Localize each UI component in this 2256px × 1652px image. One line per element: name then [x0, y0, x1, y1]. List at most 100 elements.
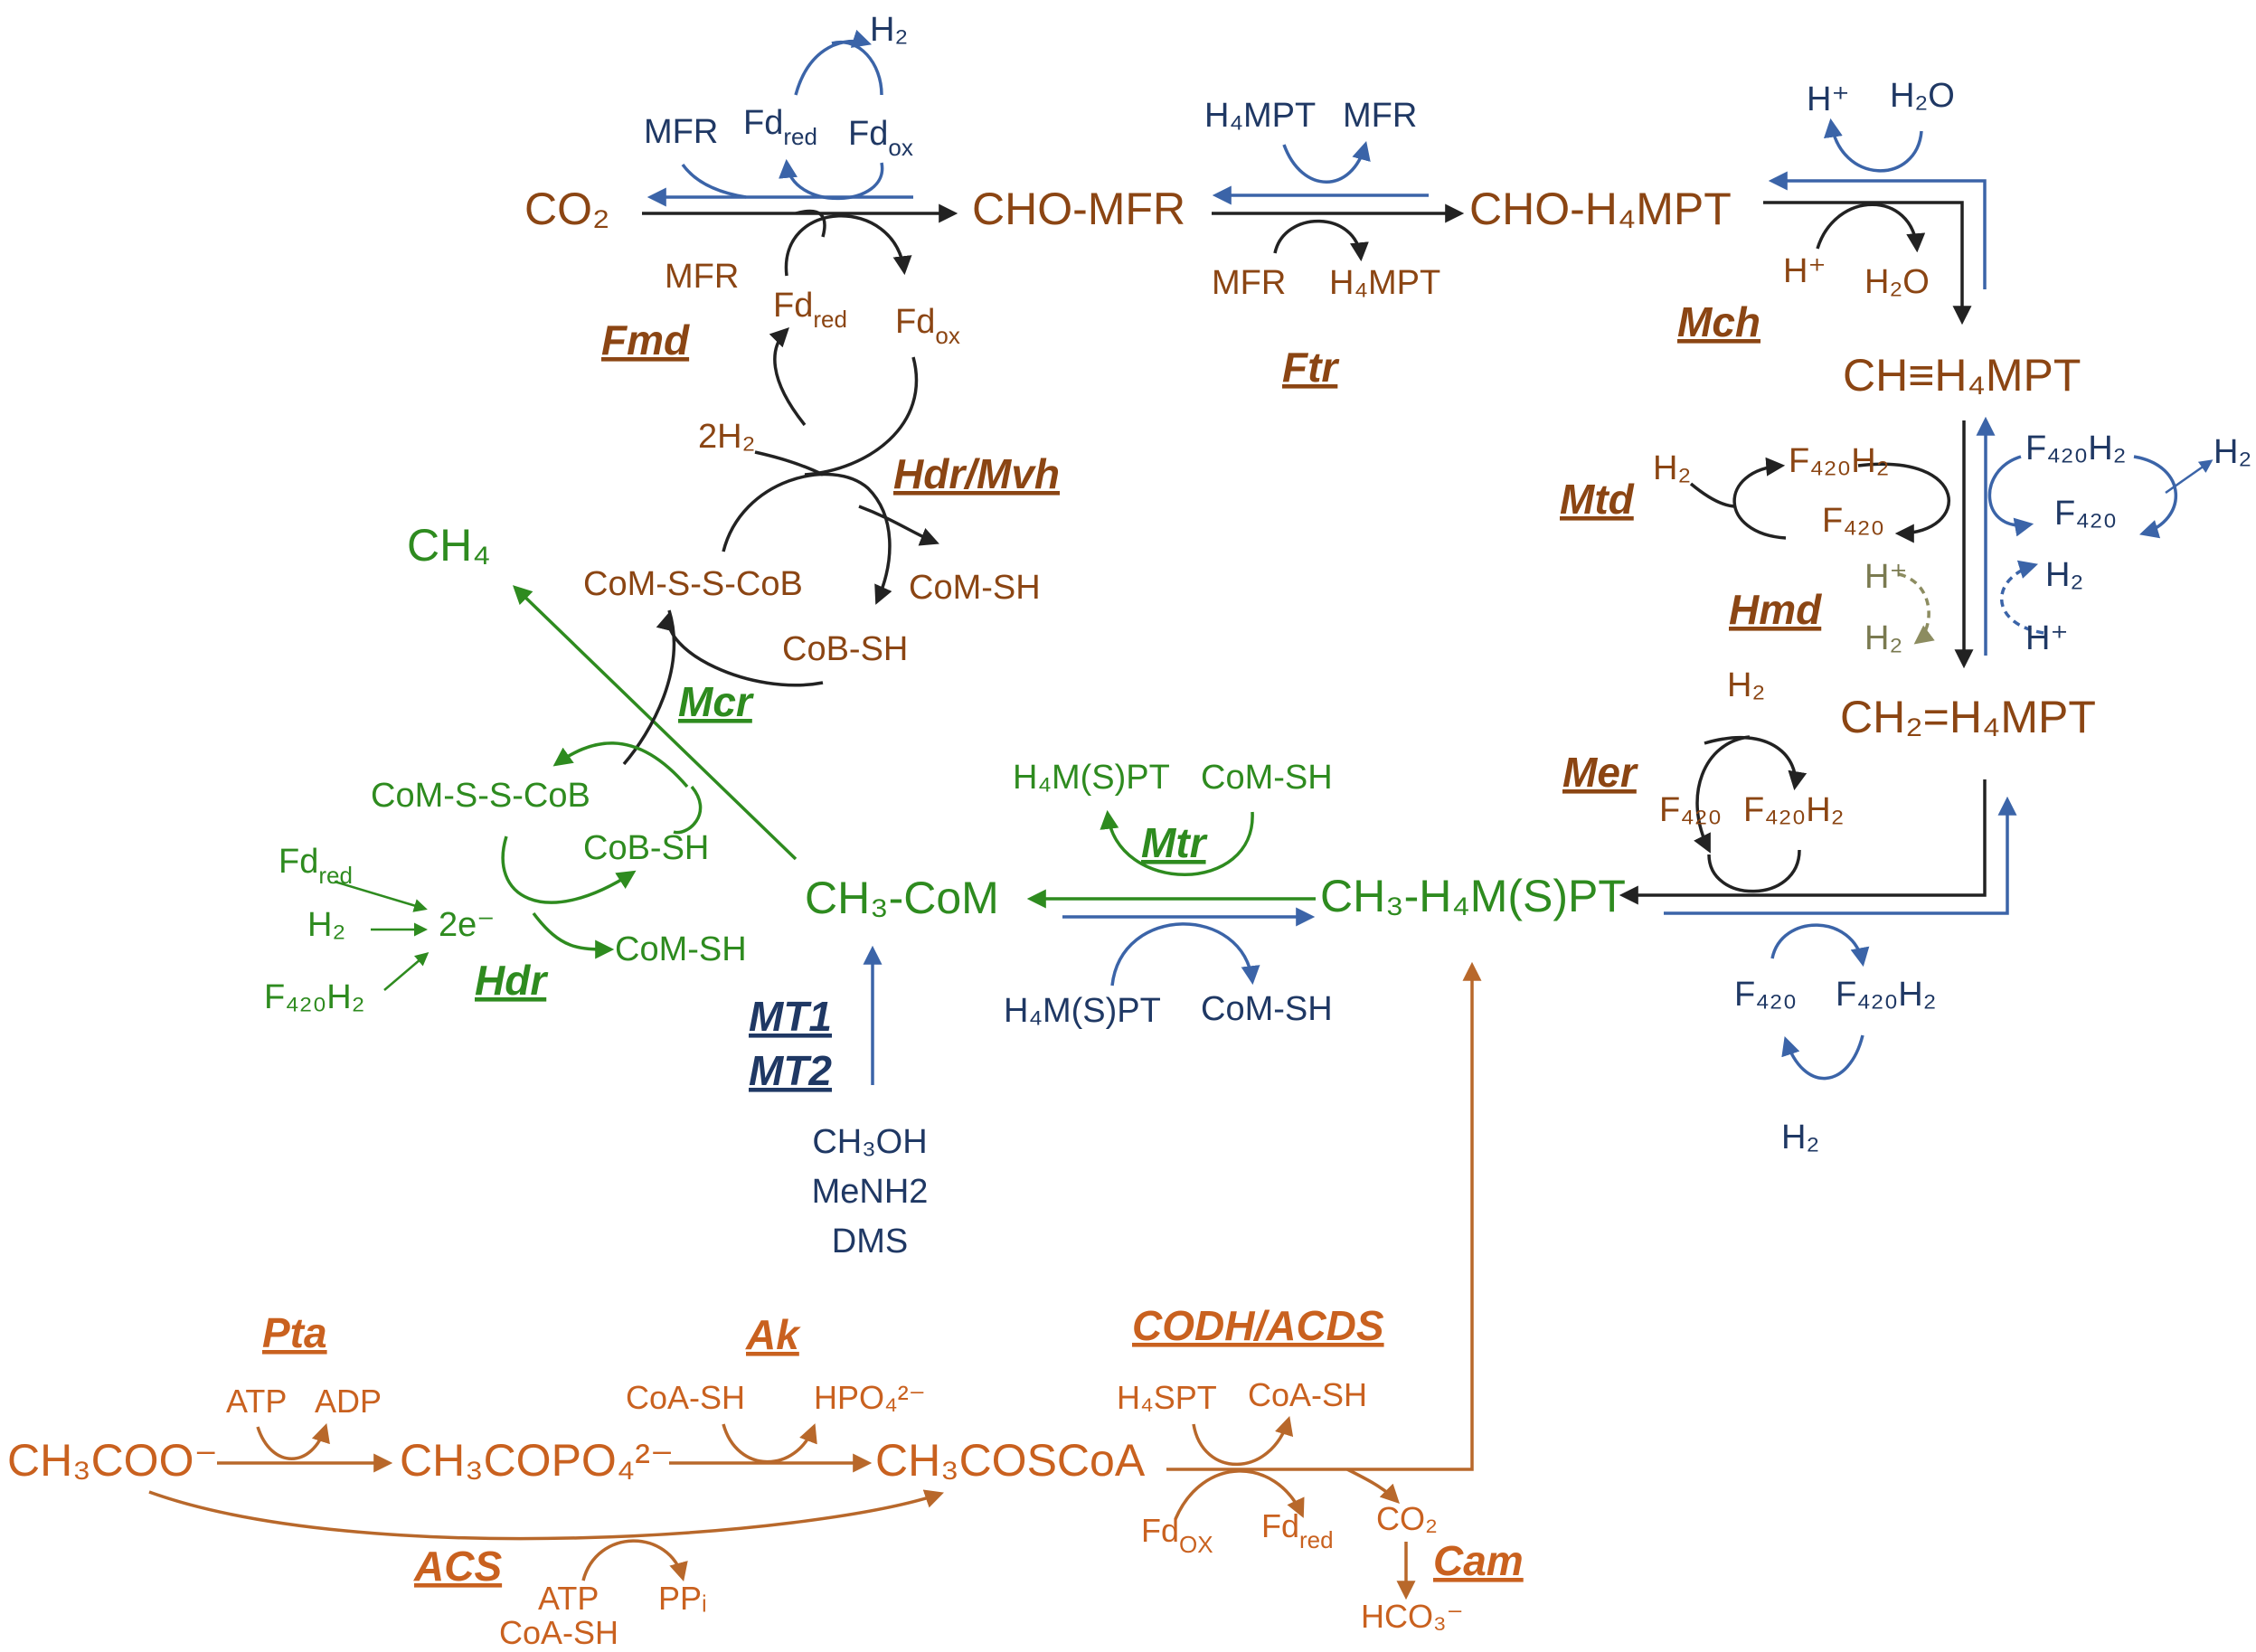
fdox-sub: OX — [1179, 1531, 1213, 1558]
mer-reverse-arrow — [1664, 796, 2017, 915]
fdred-main: Fd — [1261, 1507, 1299, 1544]
acetyl-coa-compound: CH₃COSCoA — [875, 1435, 1146, 1486]
mtd-rev-h2: H₂ — [2214, 433, 2251, 471]
enzyme-fmd: Fmd — [601, 316, 690, 363]
mtr-cycle — [1100, 809, 1254, 876]
hmd-h2: H₂ — [1864, 619, 1902, 657]
mtd-h2-curve — [1689, 482, 1737, 508]
cho-h4mpt-compound: CHO-H₄MPT — [1469, 184, 1732, 234]
hmd-hplus: H⁺ — [1864, 558, 1908, 596]
enzyme-mtr: Mtr — [1141, 819, 1208, 866]
fmd-rev-mfr: MFR — [644, 113, 718, 151]
mer-cycle — [1694, 735, 1751, 854]
fdox-main: Fd — [895, 303, 935, 341]
mtd-reverse-cycle — [1987, 455, 2034, 537]
hdrmvh-h2-curve — [754, 450, 824, 477]
fmd-mfr-curve — [795, 209, 826, 238]
acs-curve — [581, 1539, 688, 1582]
mer-h2: H₂ — [1727, 666, 1765, 704]
pta-adp: ADP — [315, 1383, 382, 1420]
codh-curve-top — [1192, 1415, 1294, 1467]
fdred-main: Fd — [278, 843, 318, 881]
fmd-fdox: Fdox — [895, 303, 960, 349]
fdox-sub: ox — [888, 134, 912, 161]
acs-arrow — [148, 1489, 944, 1541]
acetate-compound: CH₃COO⁻ — [7, 1435, 218, 1486]
ch2-h4mpt-compound: CH₂=H₄MPT — [1840, 692, 2096, 742]
ch-h4mpt-compound: CH≡H₄MPT — [1843, 350, 2081, 401]
mer-rev-f420: F₄₂₀ — [1734, 976, 1797, 1014]
methanol-compound: CH₃OH — [812, 1123, 927, 1161]
ftr-rev-h4mpt: H₄MPT — [1204, 97, 1316, 135]
mtr-com-sh: CoM-SH — [1201, 759, 1333, 797]
mtd-reverse-h2-out — [2165, 459, 2214, 495]
enzyme-mt2: MT2 — [749, 1047, 832, 1094]
fmd-fdred: Fdred — [773, 287, 847, 333]
mcr-methane-arrow — [512, 585, 798, 861]
cofactors-top: MFR Fdred Fdox H₂ MFR Fdred Fdox H₄MPT M… — [644, 11, 1955, 349]
hdr-comsh-curve — [532, 911, 615, 959]
hdrmvh-comsh-curve — [858, 505, 939, 546]
hdr-2e: 2e⁻ — [439, 906, 495, 944]
mtd-f420: F₄₂₀ — [1822, 502, 1884, 540]
ftr-curve — [1273, 219, 1369, 262]
enzyme-mer: Mer — [1562, 749, 1638, 796]
hdr-com-s-s-cob: CoM-S-S-CoB — [371, 777, 590, 815]
fmd-rev-h2-cycle — [794, 29, 873, 96]
cho-mfr-compound: CHO-MFR — [972, 184, 1185, 234]
mtr-rev-h4mspt: H₄M(S)PT — [1004, 992, 1161, 1030]
codh-coa-sh: CoA-SH — [1248, 1376, 1367, 1413]
hdr-cob-sh: CoB-SH — [583, 829, 709, 867]
fmd-fd-cycle — [784, 214, 912, 277]
mch-curve — [1816, 203, 1926, 253]
enzyme-mtd: Mtd — [1560, 476, 1635, 523]
fmd-rev-h2-return — [831, 40, 883, 96]
acs-atp: ATP — [538, 1580, 599, 1617]
enzyme-cam: Cam — [1433, 1537, 1524, 1584]
enzyme-mch: Mch — [1677, 298, 1760, 345]
enzyme-acs: ACS — [413, 1543, 502, 1590]
fdox-main: Fd — [848, 115, 888, 153]
cam-hco3: HCO₃⁻ — [1361, 1598, 1464, 1635]
mtd-f420h2: F₄₂₀H₂ — [1789, 442, 1889, 480]
hmd-rev-h2: H₂ — [2045, 556, 2083, 594]
mer-cycle-right — [1704, 736, 1808, 791]
mcr-green-cob — [673, 785, 703, 835]
mtd-h2: H₂ — [1653, 449, 1691, 487]
enzyme-ftr: Ftr — [1282, 344, 1339, 391]
mtd-rev-f420h2: F₄₂₀H₂ — [2025, 430, 2126, 467]
fdred-sub: red — [813, 306, 847, 333]
hmd-rev-hplus: H⁺ — [2025, 619, 2069, 657]
mch-rev-hplus: H⁺ — [1807, 80, 1850, 118]
fdred-sub: red — [318, 862, 353, 889]
mcr-green-cycle — [552, 741, 689, 788]
mtr-reverse-cycle — [1110, 922, 1260, 986]
ak-hpo4: HPO₄²⁻ — [814, 1379, 926, 1416]
ch3-h4mspt-compound: CH₃-H₄M(S)PT — [1320, 871, 1626, 921]
ak-curve — [722, 1423, 817, 1464]
hmd-cycle — [1898, 572, 1935, 645]
fdred-sub: red — [1299, 1526, 1334, 1553]
hdrmvh-cycle — [722, 472, 892, 605]
hdrmvh-cycle-up — [769, 327, 807, 427]
mch-hplus: H⁺ — [1783, 252, 1827, 290]
hdr-fd-arrow — [334, 880, 428, 912]
enzyme-hdr-mvh: Hdr/Mvh — [893, 450, 1060, 497]
codh-fdox: FdOX — [1141, 1512, 1213, 1558]
enzyme-hdr: Hdr — [475, 957, 548, 1004]
ch3-com-compound: CH₃-CoM — [805, 873, 999, 923]
mer-f420h2: F₄₂₀H₂ — [1743, 791, 1844, 829]
co2-compound: CO₂ — [524, 184, 609, 234]
fmd-rev-mfr-curve — [681, 163, 747, 199]
fdred-main: Fd — [773, 287, 813, 325]
enzyme-ak: Ak — [745, 1311, 801, 1358]
ftr-h4mpt: H₄MPT — [1329, 264, 1440, 302]
mer-cycle-bottom — [1707, 849, 1801, 893]
enzyme-codh-acds: CODH/ACDS — [1132, 1302, 1384, 1349]
fmd-rev-fdred: Fdred — [743, 104, 817, 150]
hdrmvh-com-s-s-cob: CoM-S-S-CoB — [583, 565, 803, 603]
fdred-main: Fd — [743, 104, 783, 142]
pta-curve — [256, 1422, 330, 1460]
cofactors-aceticlastic: ATP ADP CoA-SH HPO₄²⁻ ATP CoA-SH PPᵢ H₄S… — [226, 1376, 1464, 1651]
